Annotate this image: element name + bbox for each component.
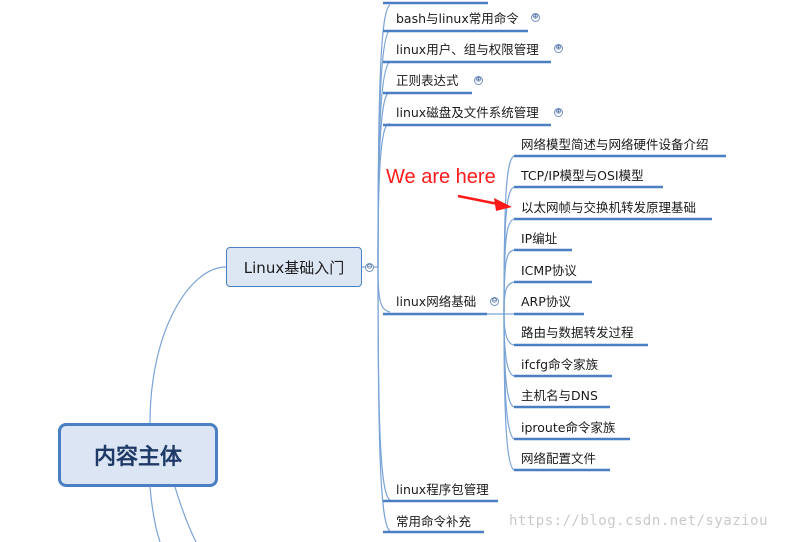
annotation-text: We are here xyxy=(386,166,496,188)
topic-connectors xyxy=(377,4,391,532)
network-item-underlines xyxy=(514,154,726,472)
network-item-icmp[interactable]: ICMP协议 xyxy=(521,263,577,278)
topic-package[interactable]: linux程序包管理 xyxy=(396,482,489,497)
network-item-ip[interactable]: IP编址 xyxy=(521,231,558,246)
topic-users[interactable]: linux用户、组与权限管理 xyxy=(396,42,539,57)
topic-network[interactable]: linux网络基础 xyxy=(396,294,477,309)
network-item-config-files[interactable]: 网络配置文件 xyxy=(521,451,597,466)
root-node[interactable]: 内容主体 xyxy=(58,423,218,487)
root-label: 内容主体 xyxy=(93,445,182,470)
network-item-ethernet[interactable]: 以太网帧与交换机转发原理基础 xyxy=(521,200,697,215)
network-item-routing[interactable]: 路由与数据转发过程 xyxy=(521,325,634,340)
network-item-tcpip-osi[interactable]: TCP/IP模型与OSI模型 xyxy=(521,168,644,183)
topic-bash[interactable]: bash与linux常用命令 xyxy=(396,11,519,26)
annotation-arrow xyxy=(457,194,512,211)
root-branch-down-connector-2 xyxy=(174,486,197,542)
topic-network-collapse-icon[interactable]: ⊖ xyxy=(490,296,499,306)
network-item-dns[interactable]: 主机名与DNS xyxy=(521,388,598,403)
subtopic-node[interactable]: Linux基础入门 xyxy=(226,247,362,287)
watermark: https://blog.csdn.net/syaziou xyxy=(509,513,768,529)
topic-commands[interactable]: 常用命令补充 xyxy=(396,514,472,529)
subtopic-collapse-icon[interactable]: ⊖ xyxy=(365,262,374,272)
topic-underlines xyxy=(383,1,551,534)
network-item-ifcfg[interactable]: ifcfg命令家族 xyxy=(521,357,599,372)
network-item-model-intro[interactable]: 网络模型简述与网络硬件设备介绍 xyxy=(521,137,709,152)
topic-regex-expand-icon[interactable]: ⊕ xyxy=(474,75,483,85)
network-item-connectors xyxy=(503,155,515,471)
network-item-iproute[interactable]: iproute命令家族 xyxy=(521,420,616,435)
topic-disk[interactable]: linux磁盘及文件系统管理 xyxy=(396,105,539,120)
topic-regex[interactable]: 正则表达式 xyxy=(396,73,459,88)
topic-disk-expand-icon[interactable]: ⊕ xyxy=(554,107,563,117)
root-branch-down-connector-1 xyxy=(149,486,161,542)
topic-users-expand-icon[interactable]: ⊕ xyxy=(554,43,563,53)
root-to-subtopic-connector xyxy=(149,266,227,424)
subtopic-label: Linux基础入门 xyxy=(243,258,345,277)
topic-bash-expand-icon[interactable]: ⊕ xyxy=(531,12,540,22)
network-item-arp[interactable]: ARP协议 xyxy=(521,294,571,309)
